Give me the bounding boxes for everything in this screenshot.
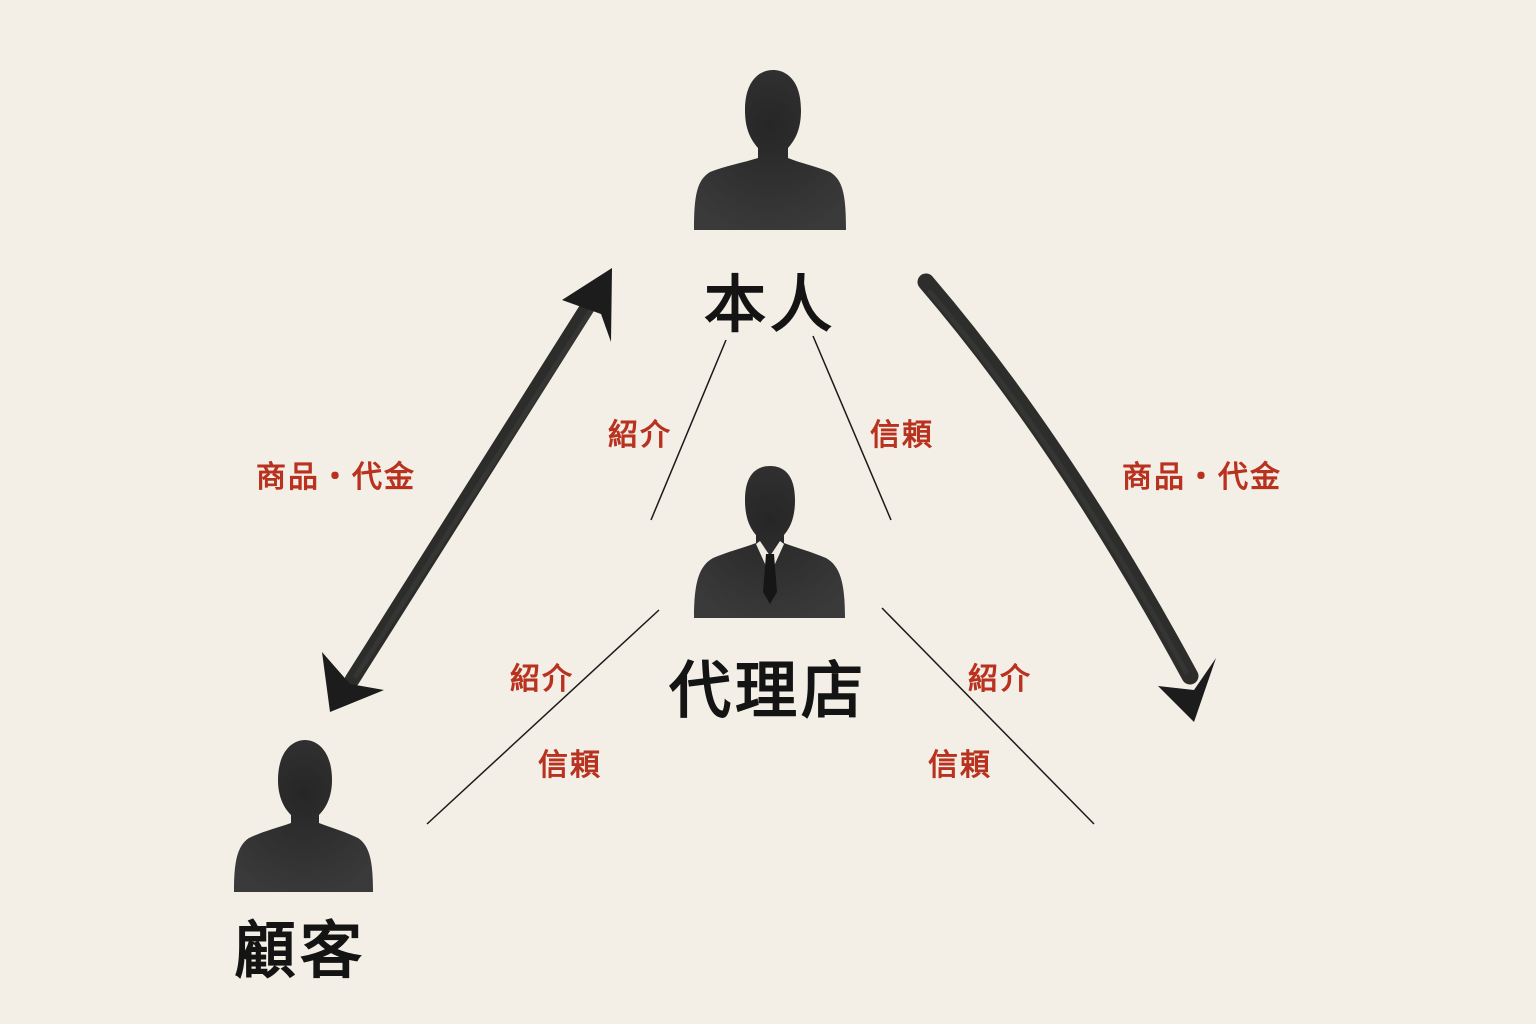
customer-person-icon: [234, 740, 373, 892]
arrowhead-up-icon: [562, 268, 612, 342]
agency-label: 代理店: [668, 654, 868, 727]
customer-label: 顧客: [233, 914, 367, 987]
bottom-left-line-label-1: 紹介: [510, 662, 574, 697]
customer-principal-double-arrow: [322, 268, 612, 712]
agency-person-icon: [694, 466, 845, 618]
arrowhead-down-right-icon: [1158, 658, 1216, 722]
principal-agency-left-line: [650, 339, 727, 521]
principal-person-icon: [694, 70, 846, 230]
principal-right-arrow: [917, 273, 1216, 722]
bottom-left-line-label-2: 信頼: [538, 748, 602, 783]
agency-customer-line: [426, 609, 660, 825]
bottom-right-line-label-1: 紹介: [968, 662, 1032, 697]
bottom-right-line-label-2: 信頼: [928, 748, 992, 783]
top-right-line-label: 信頼: [870, 418, 934, 453]
arrowhead-down-icon: [322, 652, 384, 712]
left-arrow-label: 商品・代金: [256, 460, 416, 495]
agency-right-line: [881, 607, 1095, 825]
top-left-line-label: 紹介: [608, 418, 672, 453]
principal-agency-right-line: [812, 335, 892, 521]
right-arrow-label: 商品・代金: [1122, 460, 1282, 495]
principal-label: 本人: [703, 268, 837, 341]
